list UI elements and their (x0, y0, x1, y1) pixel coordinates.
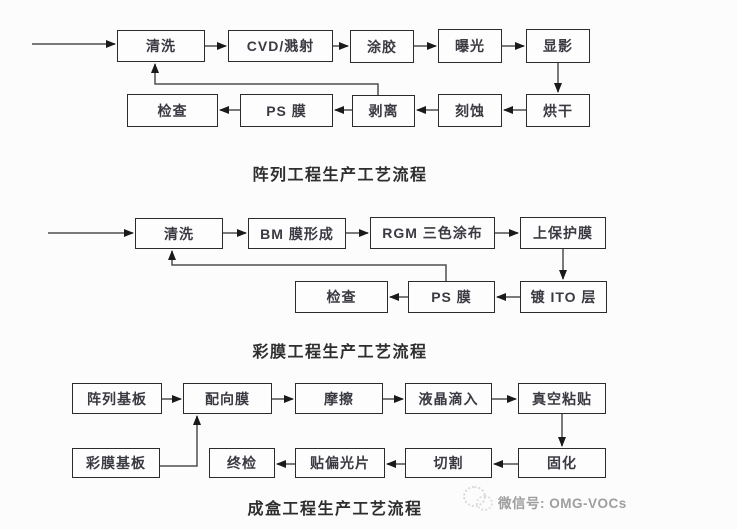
node-polarizer-attach: 贴偏光片 (295, 448, 385, 478)
node-cf-substrate: 彩膜基板 (72, 448, 160, 478)
node-lc-dropping: 液晶滴入 (405, 383, 492, 414)
node-rubbing: 摩擦 (295, 383, 383, 414)
cell-assembly-title: 成盒工程生产工艺流程 (247, 501, 423, 518)
node-protective-film: 上保护膜 (520, 217, 606, 249)
wechat-bubble-small (476, 495, 493, 511)
node-alignment-film: 配向膜 (183, 383, 272, 414)
wechat-id-label: 微信号: OMG-VOCs (498, 496, 627, 511)
wechat-icon (463, 486, 493, 512)
node-stripping: 剥离 (352, 95, 415, 127)
node-exposure: 曝光 (438, 29, 502, 63)
node-developing: 显影 (526, 29, 590, 63)
node-inspection-2: 检查 (295, 281, 388, 313)
node-drying: 烘干 (526, 94, 590, 127)
node-rgb-coating: RGM 三色涂布 (370, 217, 495, 249)
node-cutting: 切割 (405, 448, 492, 478)
node-final-inspection: 终检 (209, 448, 275, 478)
array-process-title: 阵列工程生产工艺流程 (252, 167, 428, 184)
node-etching: 刻蚀 (438, 94, 502, 127)
node-curing: 固化 (518, 448, 606, 478)
node-cleaning-2: 清洗 (135, 218, 223, 249)
color-filter-title: 彩膜工程生产工艺流程 (252, 344, 428, 361)
node-ps-film: PS 膜 (240, 94, 333, 127)
node-vacuum-bonding: 真空粘贴 (518, 383, 606, 414)
node-coating: 涂胶 (350, 30, 414, 63)
node-ps-film-2: PS 膜 (408, 281, 495, 313)
node-ito-plating: 镀 ITO 层 (520, 281, 607, 313)
node-cvd-sputtering: CVD/溅射 (228, 30, 333, 62)
node-array-substrate: 阵列基板 (72, 383, 162, 414)
node-inspection: 检查 (127, 94, 218, 127)
node-bm-film: BM 膜形成 (248, 218, 346, 249)
node-cleaning: 清洗 (117, 30, 205, 62)
